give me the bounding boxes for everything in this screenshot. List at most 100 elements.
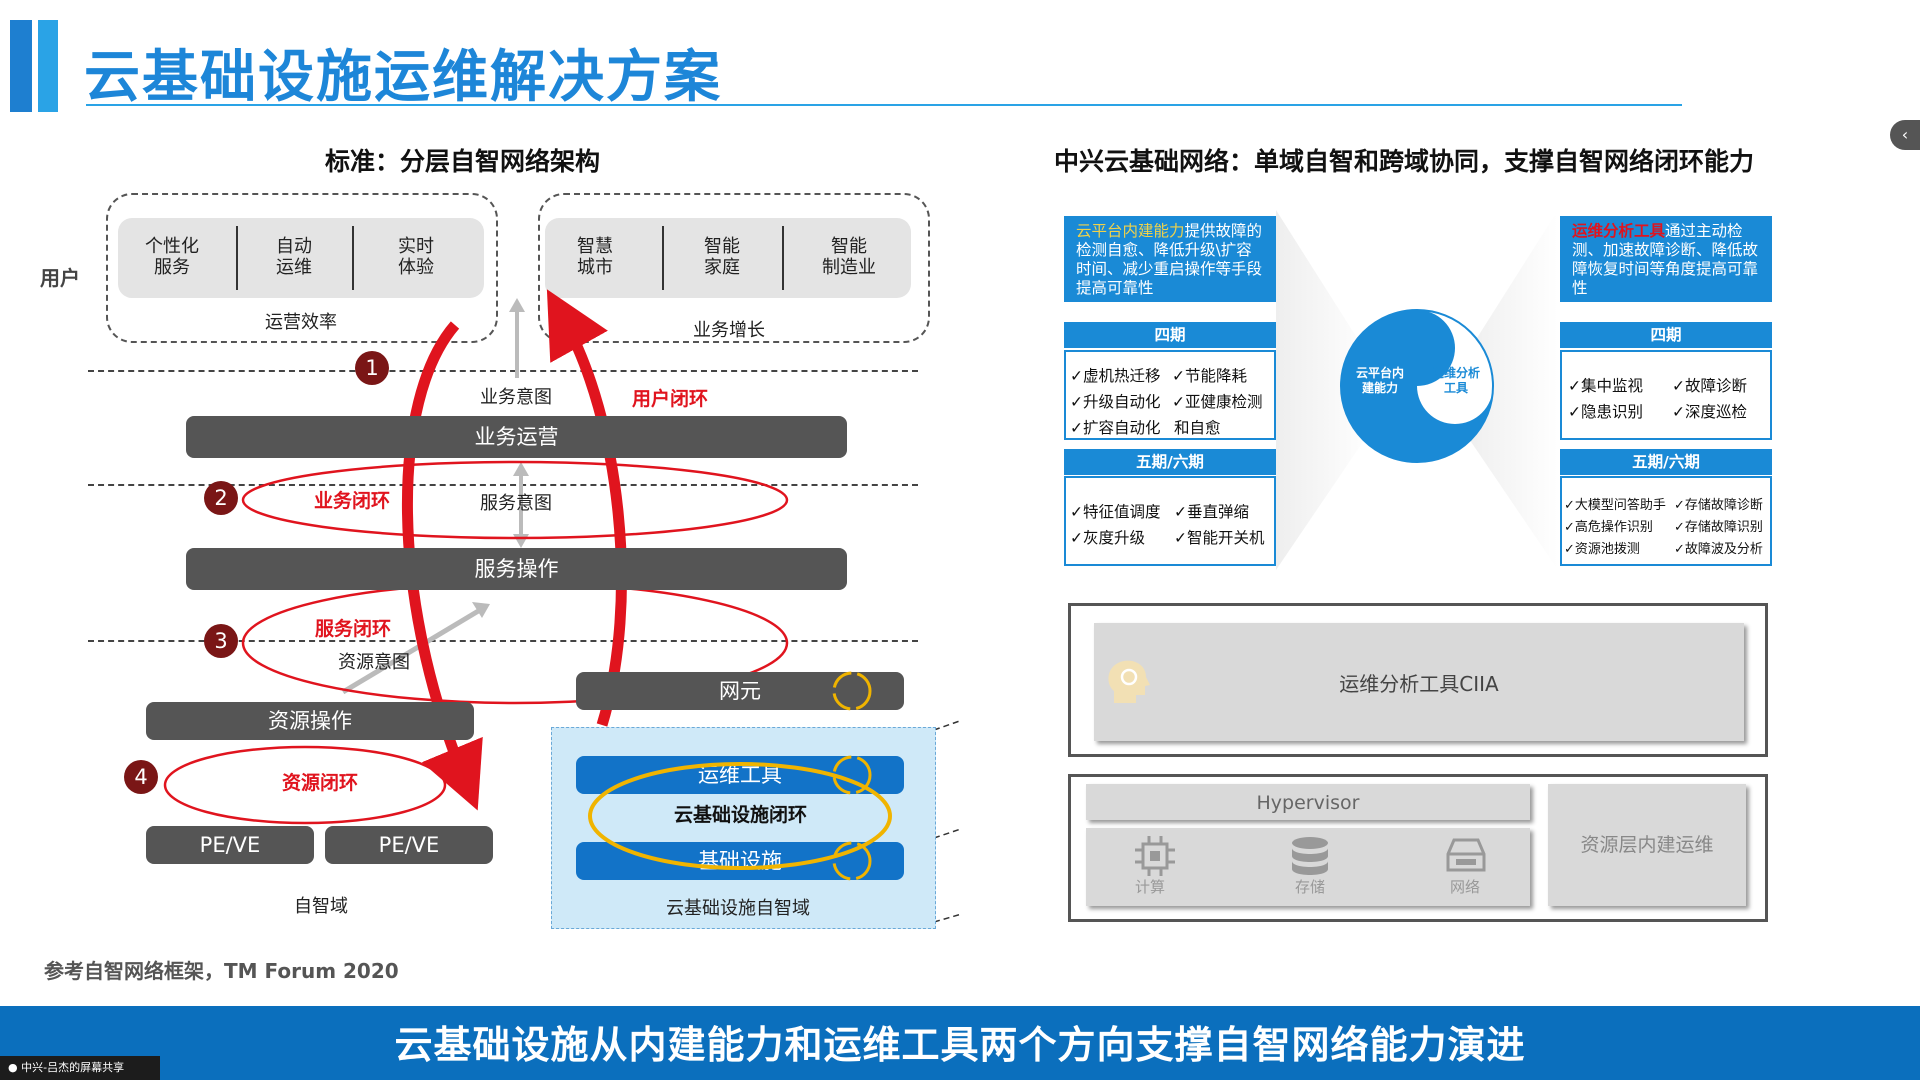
refresh-ring-icon: [832, 841, 872, 881]
bar-business-ops: 业务运营: [186, 416, 847, 458]
hypervisor-label: Hypervisor: [1256, 792, 1360, 814]
title-underline: [86, 104, 1682, 106]
phase4-item: ✓升级自动化: [1070, 393, 1161, 411]
autonomous-domain-label: 自智域: [294, 896, 348, 917]
phase5-header-left: 五期/六期: [1064, 449, 1276, 475]
reference-note: 参考自智网络框架，TM Forum 2020: [44, 959, 399, 983]
share-label: 中兴-吕杰的屏幕共享: [21, 1061, 125, 1074]
user-item-auto-ops: 自动 运维: [276, 236, 312, 278]
bar-resource-ops: 资源操作: [146, 702, 474, 740]
resource-frame: [1068, 774, 1768, 922]
phase4-item: ✓深度巡检: [1672, 403, 1747, 421]
title-accent-bar: [10, 20, 32, 112]
cpu-icon: [1135, 836, 1175, 876]
user-box-efficiency-inner: [118, 218, 484, 298]
phase5-item: ✓特征值调度: [1070, 503, 1161, 521]
builtin-text: 提供故障的检测自愈、降低升级\扩容时间、减少重启操作等手段提高可靠性: [1076, 222, 1263, 297]
user-loop-label: 用户闭环: [632, 388, 709, 410]
phase4-item: ✓扩容自动化: [1070, 419, 1161, 437]
phase5-item: ✓智能开关机: [1174, 529, 1265, 547]
user-item-smart-city: 智慧 城市: [577, 236, 613, 278]
ciia-label: 运维分析工具CIIA: [1339, 672, 1499, 696]
network-icon: [1446, 838, 1486, 872]
divider: [782, 226, 784, 290]
user-item-personalized: 个性化 服务: [145, 236, 199, 278]
phase5-item: ✓灰度升级: [1070, 529, 1145, 547]
step-number-4: 4: [124, 760, 158, 794]
res-storage-label: 存储: [1295, 878, 1326, 896]
storage-icon: [1292, 837, 1328, 875]
caption-efficiency: 运营效率: [265, 312, 337, 333]
user-label: 用户: [40, 266, 80, 290]
bar-service-ops: 服务操作: [186, 548, 847, 590]
cloud-domain-label: 云基础设施自智域: [666, 898, 810, 919]
refresh-ring-icon: [832, 671, 872, 711]
connector: [933, 720, 960, 731]
resource-builtin-panel: [1548, 784, 1746, 906]
user-item-smart-mfg: 智能 制造业: [822, 236, 876, 278]
user-item-smart-home: 智能 家庭: [704, 236, 740, 278]
connector: [933, 828, 960, 839]
builtin-capability-desc: 云平台内建能力提供故障的检测自愈、降低升级\扩容时间、减少重启操作等手段提高可靠…: [1064, 216, 1276, 302]
layer-separator: [88, 640, 918, 642]
phase4-item: ✓集中监视: [1568, 377, 1643, 395]
step-number-3: 3: [204, 624, 238, 658]
phase5-item: ✓存储故障识别: [1674, 520, 1763, 535]
tool-desc: 运维分析工具通过主动检测、加速故障诊断、降低故障恢复时间等角度提高可靠性: [1560, 216, 1772, 302]
circle-tool-label: 运维分析 工具: [1431, 366, 1480, 395]
loop-ellipse-business: [241, 460, 789, 540]
business-loop-label: 业务闭环: [314, 490, 391, 512]
phase5-item: ✓资源池拨测: [1564, 542, 1640, 557]
phase4-item: ✓隐患识别: [1568, 403, 1643, 421]
user-box-growth-inner: [545, 218, 911, 298]
phase4-box-left: ✓虚机热迁移 ✓节能降耗 ✓升级自动化 ✓亚健康检测 ✓扩容自动化 和自愈: [1064, 350, 1276, 440]
service-intent-label: 服务意图: [480, 493, 552, 514]
phase4-item: 和自愈: [1174, 419, 1221, 437]
tool-highlight: 运维分析工具: [1572, 222, 1666, 240]
phase5-item: ✓存储故障诊断: [1674, 498, 1763, 513]
refresh-ring-icon: [832, 755, 872, 795]
ciia-frame: [1068, 603, 1768, 757]
phase5-item: ✓大模型问答助手: [1564, 498, 1666, 513]
phase5-box-left: ✓特征值调度 ✓垂直弹缩 ✓灰度升级 ✓智能开关机: [1064, 476, 1276, 566]
collapse-tab[interactable]: ‹: [1890, 120, 1920, 150]
divider: [662, 226, 664, 290]
left-section-title: 标准：分层自智网络架构: [325, 147, 601, 176]
phase5-item: ✓垂直弹缩: [1174, 503, 1249, 521]
user-loop-arrow-up: [546, 289, 627, 727]
bar-pe-ve-1: PE/VE: [146, 826, 314, 864]
layer-separator: [88, 484, 918, 486]
bottom-banner: [0, 1006, 1920, 1080]
builtin-highlight: 云平台内建能力: [1076, 222, 1185, 240]
caption-growth: 业务增长: [693, 320, 765, 341]
intent-arrow: [341, 607, 482, 695]
service-loop-label: 服务闭环: [315, 618, 392, 640]
resource-intent-label: 资源意图: [338, 652, 410, 673]
phase5-box-right: ✓大模型问答助手 ✓存储故障诊断 ✓高危操作识别 ✓存储故障识别 ✓资源池拨测 …: [1560, 476, 1772, 566]
step-number-1: 1: [355, 351, 389, 385]
title-accent-bar: [38, 20, 58, 112]
bar-network-element: 网元: [576, 672, 904, 710]
resource-builtin-label: 资源层内建运维: [1580, 834, 1714, 856]
hypervisor-bar: [1086, 784, 1530, 820]
chevron-left-icon: ‹: [1901, 125, 1909, 144]
resource-loop-label: 资源闭环: [282, 772, 359, 794]
phase4-item: ✓虚机热迁移: [1070, 367, 1161, 385]
capability-circle: [1276, 210, 1558, 570]
right-section-title: 中兴云基础网络：单域自智和跨域协同，支撑自智网络闭环能力: [1054, 147, 1755, 176]
phase4-header-left: 四期: [1064, 322, 1276, 348]
banner-text: 云基础设施从内建能力和运维工具两个方向支撑自智网络能力演进: [394, 1023, 1526, 1067]
ai-head-icon: [1108, 660, 1150, 703]
phase5-item: ✓故障波及分析: [1674, 542, 1763, 557]
res-network-label: 网络: [1450, 878, 1481, 896]
screen-share-indicator[interactable]: ● 中兴-吕杰的屏幕共享: [0, 1056, 160, 1080]
phase4-item: ✓故障诊断: [1672, 377, 1747, 395]
business-intent-label: 业务意图: [480, 387, 552, 408]
res-compute-label: 计算: [1135, 878, 1166, 896]
step-number-2: 2: [204, 481, 238, 515]
user-item-realtime: 实时 体验: [398, 236, 434, 278]
infra-loop-ring: [588, 762, 892, 870]
user-box-efficiency: [106, 193, 498, 343]
divider: [352, 226, 354, 290]
mic-icon: ●: [8, 1061, 18, 1074]
